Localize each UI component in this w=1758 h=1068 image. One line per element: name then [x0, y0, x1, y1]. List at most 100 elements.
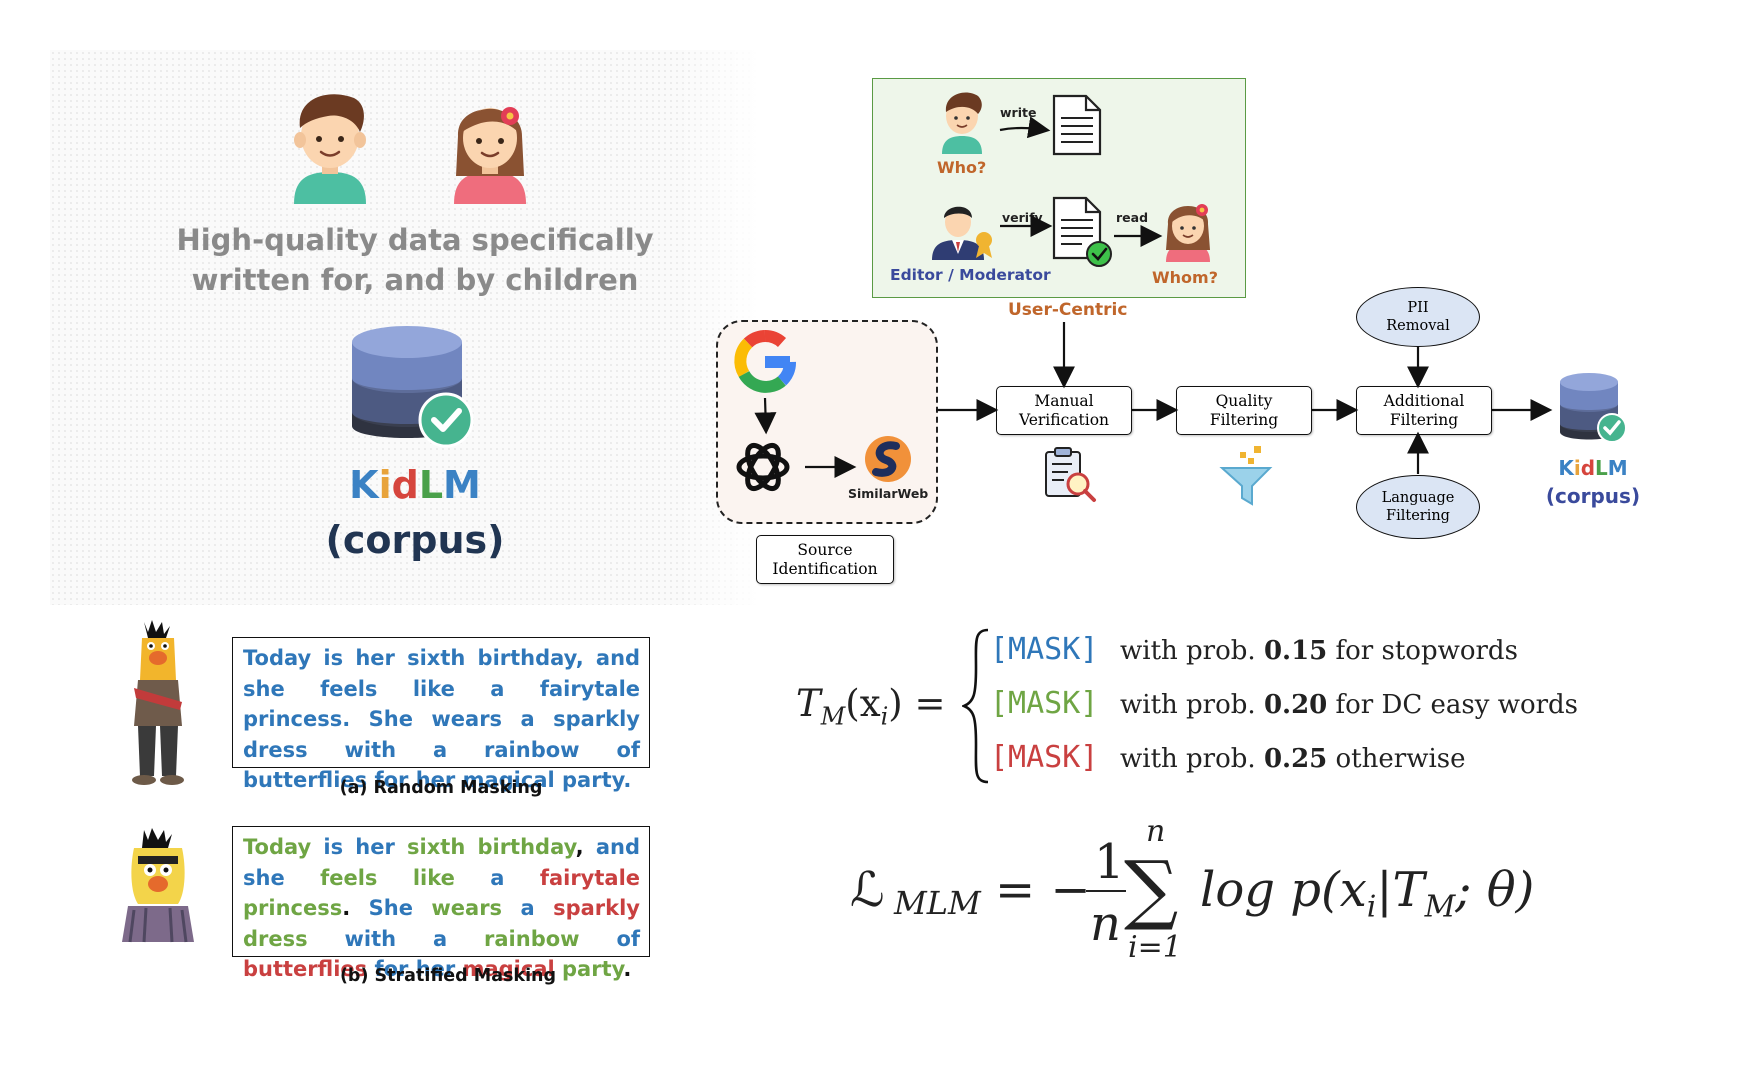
loss-sum: ∑ — [1124, 844, 1179, 933]
masked-word: fairytale — [539, 676, 641, 701]
tm-formula-lhs: TM(xi) = — [796, 682, 945, 730]
masked-word: for — [374, 768, 409, 792]
language-filtering-node: Language Filtering — [1356, 475, 1480, 539]
tm-subscript: M — [820, 702, 846, 731]
similarweb-icon — [865, 436, 911, 482]
mask-probability: 0.20 — [1263, 690, 1328, 720]
loss-sum-bottom: i=1 — [1128, 930, 1182, 965]
masked-word: sparkly — [553, 707, 640, 731]
loss-subscript: MLM — [894, 884, 981, 922]
verified-document-icon — [1052, 196, 1112, 267]
masked-word: a — [432, 926, 448, 951]
masked-word: party — [562, 957, 624, 981]
masked-word: , — [575, 835, 584, 859]
girl-avatar-icon — [454, 107, 526, 204]
logo-letter: i — [378, 463, 392, 507]
masked-word: butterflies — [243, 957, 368, 981]
loss-body-end: ; θ) — [1455, 862, 1535, 918]
masked-word: with — [344, 926, 397, 951]
masked-word: butterflies — [243, 768, 368, 792]
mask-rule-pre: with prob. — [1120, 744, 1264, 774]
child-reader-icon — [1166, 204, 1210, 262]
tm-arg: (x — [845, 682, 881, 725]
masked-word: sixth — [407, 646, 466, 670]
masked-word: a — [432, 737, 448, 762]
masked-word: a — [490, 865, 505, 890]
mask-probability: 0.25 — [1263, 744, 1328, 774]
masked-word: a — [490, 676, 505, 701]
output-database-icon — [1560, 373, 1627, 443]
loss-equals: = − — [995, 862, 1091, 918]
who-label: Who? — [937, 158, 987, 177]
manual-verification-box: Manual Verification — [996, 386, 1132, 435]
write-edge-label: write — [1000, 105, 1037, 120]
masked-word: sparkly — [553, 896, 640, 920]
logo-letter: L — [418, 463, 444, 507]
masked-word: dress — [243, 926, 308, 951]
masked-word: she — [243, 865, 285, 890]
logo-letter: K — [349, 463, 379, 507]
masked-word: her — [355, 646, 395, 670]
masked-word: wears — [431, 896, 503, 920]
loss-frac-num: 1 — [1094, 834, 1125, 890]
logo-letter: L — [1595, 456, 1608, 480]
masked-word: rainbow — [484, 737, 580, 762]
masked-word: wears — [431, 707, 503, 731]
mask-rule: with prob. 0.15 for stopwords — [1120, 636, 1518, 666]
masked-word: like — [412, 865, 455, 890]
mask-rule-pre: with prob. — [1120, 636, 1264, 666]
kidlm-corpus-label: (corpus) — [325, 518, 505, 562]
masked-word: feels — [320, 676, 378, 701]
masked-word: . — [342, 896, 351, 920]
masked-word: with — [344, 737, 397, 762]
masked-word: princess. — [243, 707, 351, 731]
masked-word: sixth — [407, 835, 466, 859]
masked-word: is — [323, 835, 344, 859]
logo-letter: M — [1607, 456, 1628, 480]
masked-word: She — [368, 896, 413, 920]
masked-word: and — [595, 835, 640, 859]
masked-word: princess — [243, 896, 343, 920]
loss-symbol: ℒ — [850, 862, 885, 918]
masked-word: for — [374, 957, 409, 981]
masked-word: party. — [562, 768, 632, 792]
cases-brace — [962, 628, 989, 784]
tm-symbol: T — [796, 682, 821, 725]
loss-body-sub: i — [1366, 889, 1377, 925]
random-masking-caption: (a) Random Masking — [339, 778, 543, 798]
masked-word: birthday, — [477, 646, 584, 670]
masked-word: is — [323, 646, 344, 670]
mask-token: [MASK] — [990, 740, 1099, 775]
loss-frac-den: n — [1090, 896, 1121, 952]
masked-word: magical — [462, 768, 555, 792]
mask-token: [MASK] — [990, 686, 1099, 721]
masked-word: her — [355, 835, 395, 859]
masked-word: and — [595, 646, 641, 670]
loss-body-mid: |T — [1376, 862, 1425, 918]
loss-body-main: log p(x — [1200, 862, 1367, 918]
hero-tagline-line2: written for, and by children — [191, 263, 639, 297]
masked-word: birthday — [477, 835, 576, 859]
editor-label: Editor / Moderator — [890, 266, 1051, 284]
masked-word: her — [415, 768, 456, 792]
whom-label: Whom? — [1152, 268, 1218, 287]
loss-body: log p(xi|TM; θ) — [1200, 862, 1534, 925]
masked-word: She — [368, 707, 413, 731]
pii-removal-node: PII Removal — [1356, 287, 1480, 347]
logo-letter: d — [391, 463, 419, 507]
mask-rule: with prob. 0.20 for DC easy words — [1120, 690, 1578, 720]
loss-sum-top: n — [1146, 814, 1166, 849]
database-check-icon — [352, 326, 474, 448]
mask-rule: with prob. 0.25 otherwise — [1120, 744, 1466, 774]
masked-word: feels — [320, 865, 378, 890]
mask-probability: 0.15 — [1263, 636, 1328, 666]
stratified-masking-caption: (b) Stratified Masking — [339, 966, 557, 986]
child-writer-icon — [942, 92, 982, 154]
similarweb-label: SimilarWeb — [848, 486, 929, 501]
quality-filtering-box: Quality Filtering — [1176, 386, 1312, 435]
google-icon — [734, 330, 796, 393]
bert-head-icon — [122, 828, 194, 943]
logo-letter: i — [1573, 456, 1581, 480]
masked-word: she — [243, 676, 285, 701]
